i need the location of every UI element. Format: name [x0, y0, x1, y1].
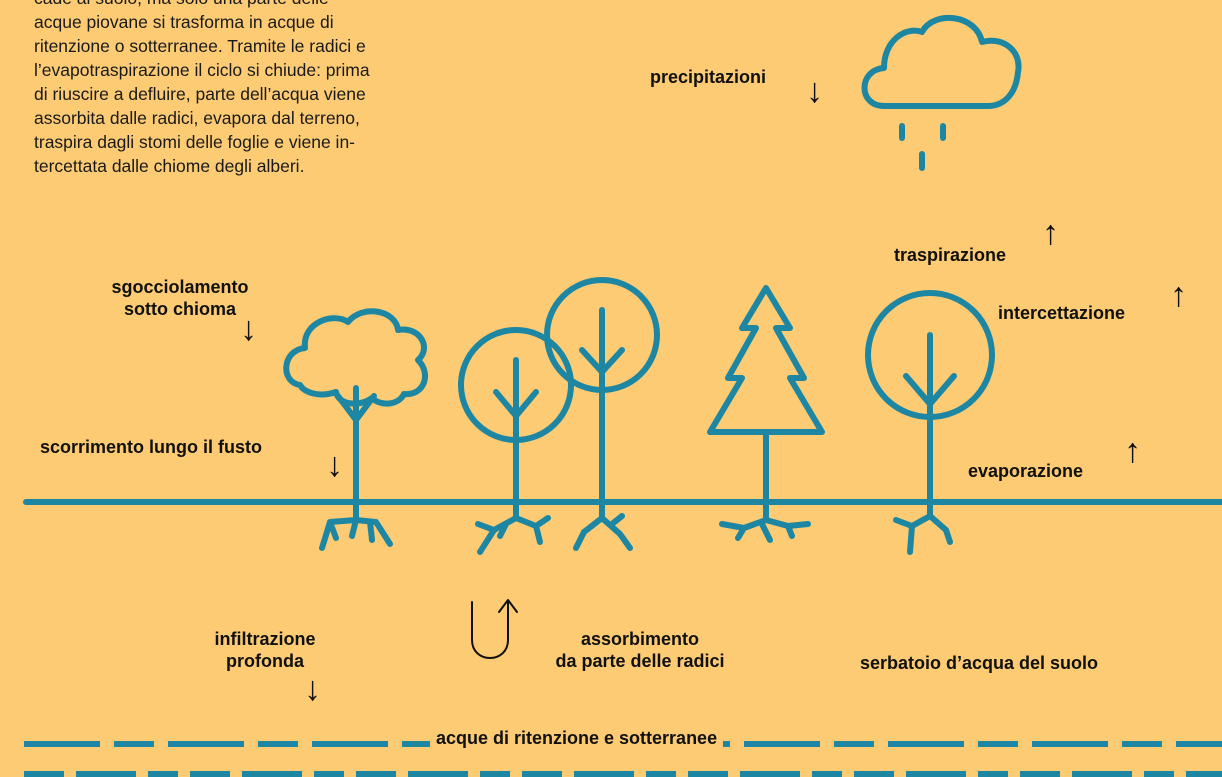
- arrow-down-icon: ↓: [326, 446, 343, 484]
- label-interception: intercettazione: [998, 303, 1126, 323]
- label-transpiration: traspirazione: [894, 245, 1007, 265]
- label-precipitation: precipitazioni: [650, 67, 767, 87]
- intro-line: assorbita dalle radici, evapora dal terr…: [34, 108, 360, 128]
- round-tree-icon: [458, 327, 574, 505]
- round-tree-icon: [544, 277, 660, 505]
- arrow-up-icon: ↑: [1170, 276, 1187, 314]
- conifer-tree-icon: [707, 285, 825, 505]
- label-dripping: sgocciolamento sotto chioma: [80, 276, 280, 320]
- label-evaporation: evaporazione: [968, 461, 1084, 481]
- intro-paragraph: cade al suolo, ma solo una parte delle a…: [34, 0, 474, 178]
- label-infiltration: infiltrazione profonda: [190, 628, 340, 672]
- arrow-up-icon: ↑: [1042, 214, 1059, 252]
- intro-line: acque piovane si trasforma in acque di: [34, 12, 334, 32]
- arrow-down-icon: ↓: [240, 310, 257, 348]
- intro-line: cade al suolo, ma solo una parte delle: [34, 0, 474, 10]
- arrow-down-icon: ↓: [806, 72, 823, 110]
- label-absorption-line-2: da parte delle radici: [555, 651, 725, 671]
- intro-line: traspira dagli stomi delle foglie e vien…: [34, 132, 355, 152]
- arrow-down-icon: ↓: [304, 670, 321, 708]
- round-tree-icon: [865, 290, 995, 505]
- label-infiltration-line-1: infiltrazione: [214, 629, 316, 649]
- intro-line: tercettata dalle chiome degli alberi.: [34, 156, 305, 176]
- intro-line: l’evapotraspirazione il ciclo si chiude:…: [34, 60, 370, 80]
- label-groundwater: acque di ritenzione e sotterranee: [430, 728, 724, 749]
- label-dripping-line-2: sotto chioma: [123, 299, 236, 319]
- label-dripping-line-1: sgocciolamento: [111, 277, 249, 297]
- label-absorption-line-1: assorbimento: [580, 629, 700, 649]
- label-soil-reservoir: serbatoio d’acqua del suolo: [860, 653, 1099, 673]
- intro-line: ritenzione o sotterranee. Tramite le rad…: [34, 36, 366, 56]
- label-infiltration-line-2: profonda: [226, 651, 304, 671]
- roots-icon: [319, 499, 953, 555]
- arrow-up-icon: ↑: [1124, 432, 1141, 470]
- u-turn-arrow-icon: [471, 599, 518, 659]
- cloud-tree-icon: [283, 308, 428, 505]
- label-absorption: assorbimento da parte delle radici: [520, 628, 760, 672]
- cloud-icon: [861, 14, 1022, 171]
- label-stemflow: scorrimento lungo il fusto: [40, 437, 263, 457]
- intro-line: di riuscire a defluire, parte dell’acqua…: [34, 84, 366, 104]
